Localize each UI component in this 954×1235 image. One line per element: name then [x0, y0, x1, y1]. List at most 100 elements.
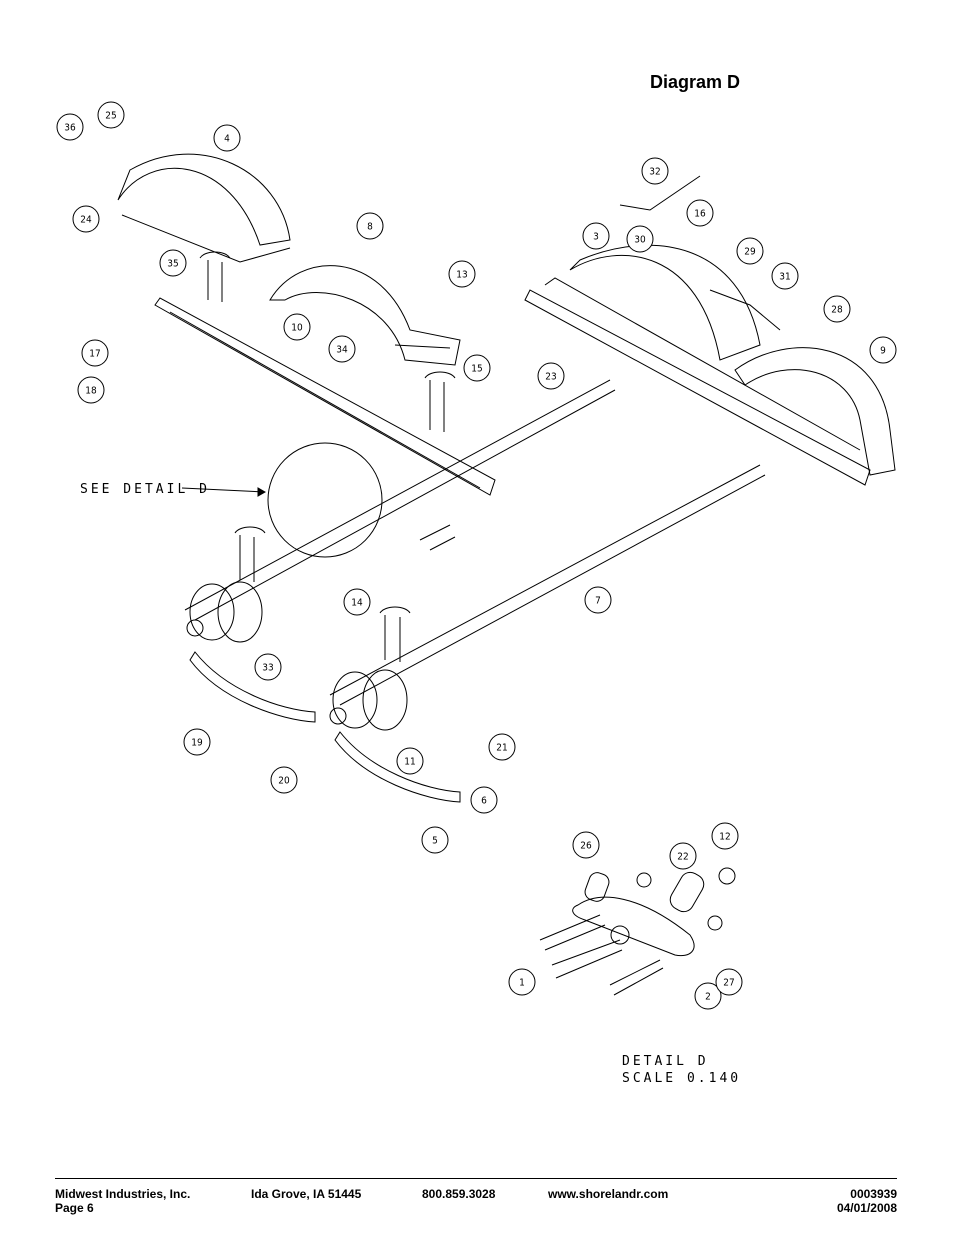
callout-label-23: 23 [545, 372, 556, 383]
callout-circle-16 [686, 199, 714, 227]
callout-circle-12 [711, 822, 739, 850]
callout-circle-7 [584, 586, 612, 614]
callout-circle-1 [508, 968, 536, 996]
callout-label-28: 28 [831, 305, 843, 316]
callout-label-32: 32 [649, 167, 660, 178]
footer-page: Page 6 [55, 1201, 94, 1215]
callout-label-16: 16 [694, 209, 706, 220]
callout-label-17: 17 [89, 349, 100, 360]
callout-label-20: 20 [278, 776, 290, 787]
frame-rail-left [154, 297, 496, 496]
axle-rear [329, 464, 766, 706]
callout-label-27: 27 [723, 978, 734, 989]
footer-doc-number: 0003939 [850, 1187, 897, 1201]
callout-circle-6 [470, 786, 498, 814]
callout-circle-31 [771, 262, 799, 290]
callout-circle-29 [736, 237, 764, 265]
callout-circle-27 [715, 968, 743, 996]
callout-label-26: 26 [580, 841, 592, 852]
callout-circle-34 [328, 335, 356, 363]
callout-label-19: 19 [191, 738, 203, 749]
detail-bracket [572, 896, 695, 957]
callout-circle-11 [396, 747, 424, 775]
callout-circle-36 [56, 113, 84, 141]
callout-label-15: 15 [471, 364, 482, 375]
page-footer: Midwest Industries, Inc. Page 6 Ida Grov… [55, 1178, 897, 1215]
callout-circle-3 [582, 222, 610, 250]
callout-circle-14 [343, 588, 371, 616]
callout-circle-5 [421, 826, 449, 854]
callout-label-11: 11 [404, 757, 415, 768]
leaf-spring-rear [334, 731, 461, 803]
callout-circle-18 [77, 376, 105, 404]
diagram-title: Diagram D [650, 72, 741, 92]
fender-right-front [734, 347, 896, 476]
footer-web: www.shorelandr.com [548, 1187, 669, 1201]
callout-label-7: 7 [595, 596, 601, 607]
callout-circle-2 [694, 982, 722, 1010]
callout-circle-15 [463, 354, 491, 382]
callout-circle-22 [669, 842, 697, 870]
callout-label-3: 3 [593, 232, 599, 243]
callout-label-5: 5 [432, 836, 438, 847]
callout-circle-26 [572, 831, 600, 859]
callout-circle-33 [254, 653, 282, 681]
callout-label-25: 25 [105, 111, 116, 122]
leaf-spring-front [189, 651, 316, 723]
callout-label-30: 30 [634, 235, 646, 246]
callout-circle-21 [488, 733, 516, 761]
callout-label-8: 8 [367, 222, 373, 233]
hub-rear [332, 671, 378, 729]
detail-caption-line1: DETAIL D [622, 1054, 709, 1069]
callout-circle-35 [159, 249, 187, 277]
callout-label-10: 10 [291, 323, 303, 334]
callout-label-29: 29 [744, 247, 756, 258]
callout-circle-17 [81, 339, 109, 367]
frame-rail-right [524, 289, 871, 486]
detail-caption-line2: SCALE 0.140 [622, 1071, 741, 1086]
bushing-6 [584, 872, 610, 902]
callout-label-18: 18 [85, 386, 97, 397]
axle-front [184, 379, 616, 621]
callout-circle-10 [283, 313, 311, 341]
callout-label-33: 33 [262, 663, 273, 674]
callout-label-2: 2 [705, 992, 711, 1003]
footer-company: Midwest Industries, Inc. [55, 1187, 191, 1201]
callout-circle-9 [869, 336, 897, 364]
callout-circle-20 [270, 766, 298, 794]
callout-circle-13 [448, 260, 476, 288]
callout-label-21: 21 [496, 743, 507, 754]
callout-label-4: 4 [224, 134, 230, 145]
callout-label-24: 24 [80, 215, 92, 226]
see-detail-label: SEE DETAIL D [80, 482, 210, 497]
callout-label-1: 1 [519, 978, 525, 989]
detail-circle [267, 442, 383, 558]
bushing-26 [669, 871, 705, 913]
callout-label-13: 13 [456, 270, 467, 281]
callout-label-36: 36 [64, 123, 76, 134]
callout-circle-4 [213, 124, 241, 152]
fender-left-rear [117, 153, 291, 246]
callout-circle-28 [823, 295, 851, 323]
callout-label-12: 12 [719, 832, 730, 843]
callout-circle-24 [72, 205, 100, 233]
callout-label-35: 35 [167, 259, 178, 270]
footer-phone: 800.859.3028 [422, 1187, 496, 1201]
callout-circle-25 [97, 101, 125, 129]
callout-label-34: 34 [336, 345, 348, 356]
callout-circle-23 [537, 362, 565, 390]
callout-label-6: 6 [481, 796, 487, 807]
hub-front [189, 583, 235, 641]
callout-circle-8 [356, 212, 384, 240]
callout-label-31: 31 [779, 272, 790, 283]
callout-label-22: 22 [677, 852, 688, 863]
callout-label-9: 9 [880, 346, 886, 357]
fender-left-front [269, 265, 461, 366]
callout-circle-30 [626, 225, 654, 253]
footer-city: Ida Grove, IA 51445 [251, 1187, 362, 1201]
callout-circle-19 [183, 728, 211, 756]
callout-label-14: 14 [351, 598, 363, 609]
footer-date: 04/01/2008 [836, 1201, 897, 1215]
callout-circle-32 [641, 157, 669, 185]
